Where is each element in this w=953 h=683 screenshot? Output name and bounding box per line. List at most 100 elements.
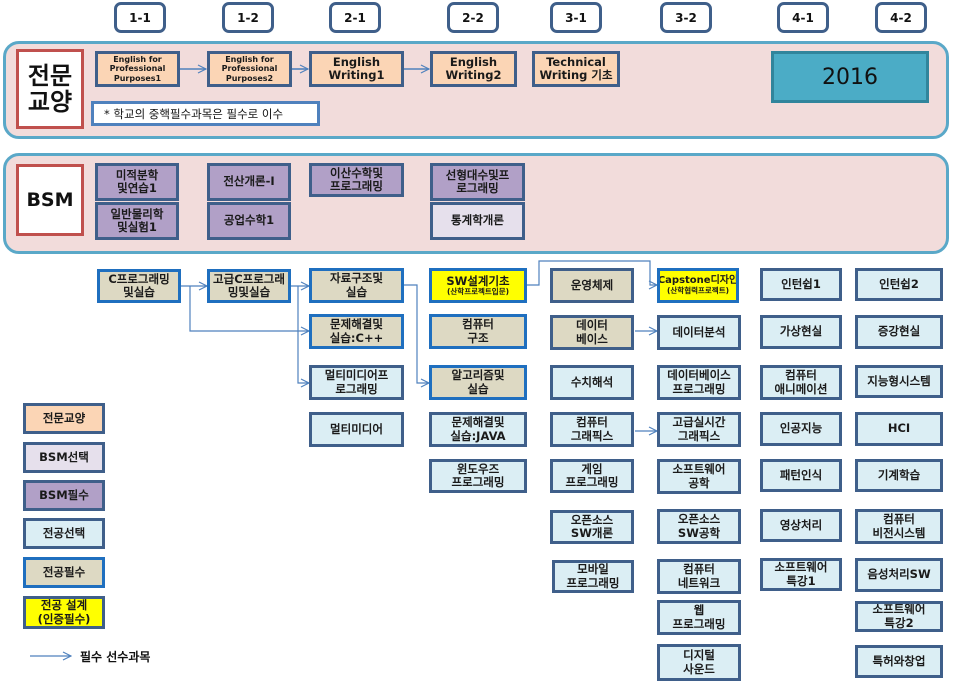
course-line: 실습:C++ — [329, 330, 384, 345]
course-line: 비전시스템 — [872, 525, 926, 540]
course-line: 특허와창업 — [872, 653, 926, 668]
curriculum-year: 2016 — [771, 51, 929, 103]
course-artificial-intelligence[interactable]: 인공지능 — [760, 412, 842, 446]
course-hci[interactable]: HCI — [855, 412, 943, 446]
course-data-analysis[interactable]: 데이터분석 — [657, 315, 741, 350]
bsm-label: BSM — [16, 164, 84, 236]
course-computer-vision-systems[interactable]: 컴퓨터 비전시스템 — [855, 509, 943, 544]
course-line: 컴퓨터 — [785, 368, 817, 383]
course-line: 프로그래밍 — [565, 475, 619, 489]
course-line: Professional — [109, 64, 166, 74]
course-line: 알고리즘및 — [451, 368, 505, 383]
course-linear-algebra[interactable]: 선형대수및프 로그래밍 — [430, 163, 525, 201]
course-line: 프로그래밍 — [330, 179, 383, 193]
course-digital-sound[interactable]: 디지털 사운드 — [657, 644, 741, 681]
course-line: English — [449, 54, 498, 69]
course-virtual-reality[interactable]: 가상현실 — [760, 315, 842, 349]
course-patents-and-startups[interactable]: 특허와창업 — [855, 645, 943, 678]
course-line: Technical — [546, 54, 606, 69]
course-line: 인턴쉽2 — [879, 276, 919, 291]
course-windows-programming[interactable]: 윈도우즈 프로그래밍 — [429, 459, 527, 493]
course-line: 프로그래밍 — [451, 475, 505, 489]
course-engineering-math[interactable]: 공업수학1 — [207, 202, 291, 240]
course-computer-network[interactable]: 컴퓨터 네트워크 — [657, 559, 741, 594]
course-problem-solving-java[interactable]: 문제해결및 실습:JAVA — [429, 412, 527, 447]
course-discrete-math[interactable]: 이산수학및 프로그래밍 — [309, 163, 404, 197]
legend-label: 전공선택 — [42, 525, 86, 540]
course-software-special-topics-2[interactable]: 소프트웨어 특강2 — [855, 601, 943, 632]
course-line: 공업수학1 — [223, 213, 275, 228]
course-line: 데이터 — [576, 318, 608, 333]
course-line: SW공학 — [677, 525, 721, 540]
course-line: 공학 — [688, 475, 710, 490]
course-computer-graphics[interactable]: 컴퓨터 그래픽스 — [550, 412, 634, 447]
course-line: 통계학개론 — [451, 213, 504, 228]
semester-header-2-1: 2-1 — [329, 2, 381, 33]
course-line: 컴퓨터 — [683, 562, 715, 577]
course-advanced-c-programming[interactable]: 고급C프로그래 밍및실습 — [207, 269, 291, 303]
course-line: 컴퓨터 — [576, 415, 608, 430]
course-general-physics[interactable]: 일반물리학 및실험1 — [95, 202, 179, 240]
course-intro-computing[interactable]: 전산개론-I — [207, 163, 291, 201]
course-open-source-sw-intro[interactable]: 오픈소스 SW개론 — [550, 510, 634, 544]
course-internship-2[interactable]: 인턴쉽2 — [855, 268, 943, 301]
arrow-ds-algo — [404, 284, 429, 383]
course-english-writing-2[interactable]: English Writing2 — [430, 51, 517, 87]
course-line: 소프트웨어 — [872, 602, 926, 617]
course-image-processing[interactable]: 영상처리 — [760, 509, 842, 542]
course-c-programming[interactable]: C프로그래밍 및실습 — [97, 269, 181, 303]
course-operating-systems[interactable]: 운영체제 — [550, 268, 634, 303]
general-education-label: 전문 교양 — [16, 49, 84, 129]
course-line: 및실습 — [123, 285, 155, 299]
course-calculus[interactable]: 미적분학 및연습1 — [95, 163, 179, 201]
course-line: 웹 — [693, 603, 705, 618]
course-line: 구조 — [467, 330, 489, 345]
course-multimedia-programming[interactable]: 멀티미디어프 로그래밍 — [309, 365, 404, 400]
course-open-source-sw-engineering[interactable]: 오픈소스 SW공학 — [657, 509, 741, 544]
legend-label: 전공필수 — [42, 564, 86, 579]
semester-header-4-1: 4-1 — [777, 2, 829, 33]
course-line: 멀티미디어프 — [324, 368, 389, 383]
course-computer-animation[interactable]: 컴퓨터 애니메이션 — [760, 365, 842, 400]
arrow-advc-mmp — [297, 286, 309, 383]
course-line: 프로그래밍 — [672, 616, 726, 631]
course-line: 음성처리SW — [867, 567, 931, 582]
course-internship-1[interactable]: 인턴쉽1 — [760, 268, 842, 301]
course-line: 소프트웨어 — [672, 462, 726, 477]
course-problem-solving-cpp[interactable]: 문제해결및 실습:C++ — [309, 314, 404, 349]
course-line: 모바일 — [577, 562, 609, 577]
course-mobile-programming[interactable]: 모바일 프로그래밍 — [552, 560, 634, 593]
course-technical-writing[interactable]: Technical Writing 기초 — [532, 51, 620, 87]
course-advanced-realtime-graphics[interactable]: 고급실시간 그래픽스 — [657, 412, 741, 447]
course-machine-learning[interactable]: 기계학습 — [855, 459, 943, 492]
legend-bsm-elective: BSM선택 — [23, 442, 105, 473]
course-speech-processing-sw[interactable]: 음성처리SW — [855, 558, 943, 592]
course-line: 멀티미디어 — [330, 421, 383, 436]
course-software-engineering[interactable]: 소프트웨어 공학 — [657, 459, 741, 494]
course-line: 고급C프로그래 — [213, 271, 285, 286]
course-english-professional-purposes-1[interactable]: English for Professional Purposes1 — [95, 51, 180, 87]
course-software-special-topics-1[interactable]: 소프트웨어 특강1 — [760, 558, 842, 591]
course-english-professional-purposes-2[interactable]: English for Professional Purposes2 — [207, 51, 292, 87]
course-line: 프로그래밍 — [566, 575, 620, 590]
course-line: Writing2 — [445, 68, 502, 82]
course-english-writing-1[interactable]: English Writing1 — [309, 51, 404, 87]
course-line: 가상현실 — [779, 324, 823, 339]
course-line: 일반물리학 — [110, 206, 164, 221]
course-data-structures[interactable]: 자료구조및 실습 — [309, 268, 404, 303]
course-intelligent-systems[interactable]: 지능형시스템 — [855, 365, 943, 398]
course-computer-architecture[interactable]: 컴퓨터 구조 — [429, 314, 527, 349]
course-multimedia[interactable]: 멀티미디어 — [309, 412, 404, 447]
course-database[interactable]: 데이터 베이스 — [550, 315, 634, 350]
semester-header-3-2: 3-2 — [660, 2, 712, 33]
course-database-programming[interactable]: 데이터베이스 프로그래밍 — [657, 365, 741, 400]
course-numerical-analysis[interactable]: 수치해석 — [550, 365, 634, 400]
course-game-programming[interactable]: 게임 프로그래밍 — [550, 459, 634, 493]
course-pattern-recognition[interactable]: 패턴인식 — [760, 459, 842, 492]
course-augmented-reality[interactable]: 증강현실 — [855, 315, 943, 349]
course-web-programming[interactable]: 웹 프로그래밍 — [657, 600, 741, 635]
course-statistics[interactable]: 통계학개론 — [430, 202, 525, 240]
course-sw-design-basics[interactable]: SW설계기초 (산학프로젝트입문) — [429, 268, 527, 303]
course-algorithms[interactable]: 알고리즘및 실습 — [429, 365, 527, 400]
course-capstone-design[interactable]: Capstone디자인 (산학협력프로젝트) — [657, 268, 739, 303]
